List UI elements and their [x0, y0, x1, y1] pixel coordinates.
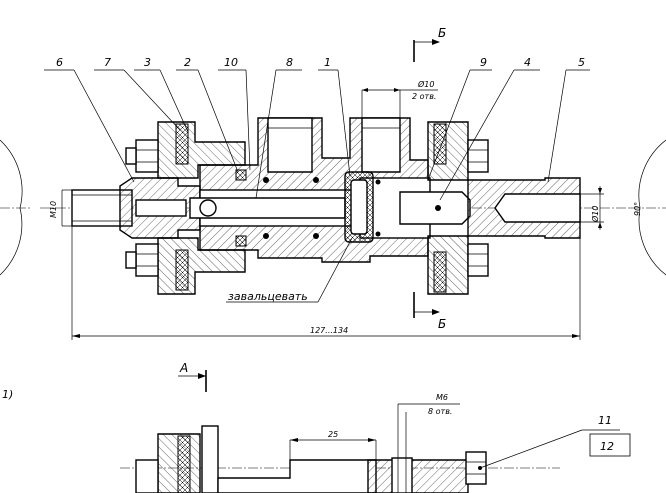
left-partial-view [0, 139, 30, 276]
section-b-bottom-label: Б [438, 317, 446, 331]
callout-2: 2 [184, 56, 191, 69]
right-dia-dimension: Ø10 90° [580, 186, 642, 230]
callout-3: 3 [144, 56, 151, 69]
callout-11: 11 [598, 414, 612, 427]
callout-1: 1 [324, 56, 331, 69]
roll-note: завальцевать [226, 237, 353, 303]
callout-4: 4 [524, 56, 531, 69]
lower-view [120, 425, 560, 493]
overall-length-dimension: 127...134 [71, 226, 581, 340]
callout-7: 7 [104, 56, 111, 69]
section-a-label: А [179, 361, 188, 375]
callout-10: 10 [224, 56, 238, 69]
nut-left-bottom [135, 243, 159, 277]
overall-length-label: 127...134 [310, 326, 348, 335]
dia-right-label: Ø10 [590, 206, 600, 223]
section-b-bottom: Б [413, 292, 446, 331]
section-b-top-label: Б [438, 26, 446, 40]
section-b-top: Б [413, 26, 446, 62]
m6-count-label: 8 отв. [428, 407, 452, 416]
right-partial-view [630, 139, 666, 276]
callout-8: 8 [286, 56, 293, 69]
thread-m10-label: M10 [49, 201, 58, 218]
callout-9: 9 [480, 56, 487, 69]
callout-5: 5 [578, 56, 585, 69]
part-11-bolt [465, 451, 487, 485]
width-25-label: 25 [328, 430, 338, 439]
view-label: 1) [2, 388, 13, 401]
left-thread-dimension: M10 [49, 189, 72, 227]
callout-leaders [44, 69, 590, 201]
callout-11-12 [479, 429, 631, 469]
angle-label: 90° [633, 202, 642, 216]
hole-dimension: Ø10 2 отв. [361, 79, 438, 118]
m6-label: M6 [436, 393, 448, 402]
assembly-section [71, 117, 581, 295]
width-25-dimension: 25 [289, 430, 377, 460]
section-a-mark: А [178, 361, 207, 392]
hole-count-label: 2 отв. [412, 92, 436, 101]
callout-12: 12 [600, 440, 614, 453]
m6-dimension: M6 8 отв. [397, 393, 460, 458]
callout-6: 6 [56, 56, 63, 69]
roll-note-text: завальцевать [228, 290, 308, 303]
nut-left-top [135, 139, 159, 173]
hole-dia-label: Ø10 [417, 79, 434, 89]
